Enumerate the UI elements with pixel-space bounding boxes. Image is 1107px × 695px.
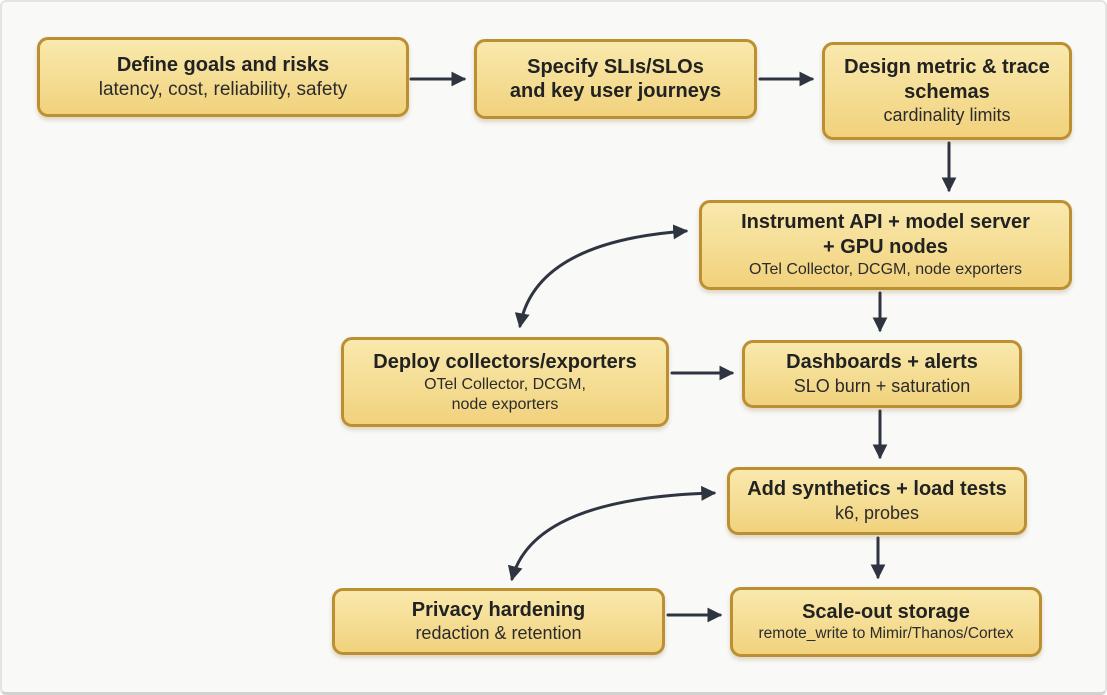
node-synthetics: Add synthetics + load tests k6, probes: [727, 467, 1027, 535]
node-title: Dashboards + alerts: [786, 351, 978, 374]
node-design-schemas: Design metric & trace schemas cardinalit…: [822, 42, 1072, 140]
node-title: Instrument API + model server + GPU node…: [741, 211, 1030, 258]
node-subtitle: k6, probes: [834, 502, 920, 523]
node-subtitle: OTel Collector, DCGM, node exporters: [424, 376, 586, 413]
node-title: Add synthetics + load tests: [747, 478, 1007, 501]
node-specify-slos: Specify SLIs/SLOs and key user journeys: [474, 39, 757, 119]
node-instrument: Instrument API + model server + GPU node…: [699, 200, 1072, 290]
node-deploy-collectors: Deploy collectors/exporters OTel Collect…: [341, 337, 669, 427]
node-define-goals: Define goals and risks latency, cost, re…: [37, 37, 409, 117]
node-storage: Scale-out storage remote_write to Mimir/…: [730, 587, 1042, 657]
node-subtitle: latency, cost, reliability, safety: [98, 79, 348, 101]
node-title: Define goals and risks: [116, 53, 330, 76]
node-subtitle: OTel Collector, DCGM, node exporters: [749, 261, 1022, 279]
node-subtitle: SLO burn + saturation: [793, 375, 971, 396]
node-privacy: Privacy hardening redaction & retention: [332, 588, 665, 655]
node-title: Deploy collectors/exporters: [373, 350, 637, 373]
node-subtitle: cardinality limits: [883, 104, 1011, 125]
node-subtitle: redaction & retention: [415, 623, 582, 644]
node-title: Privacy hardening: [411, 598, 586, 621]
arrow-privacy-synthetics-bidirectional: [507, 485, 717, 582]
node-title: Design metric & trace schemas: [844, 56, 1050, 103]
node-title: Specify SLIs/SLOs and key user journeys: [509, 55, 722, 102]
node-dashboards: Dashboards + alerts SLO burn + saturatio…: [742, 340, 1022, 408]
node-title: Scale-out storage: [802, 600, 970, 623]
node-subtitle: remote_write to Mimir/Thanos/Cortex: [758, 625, 1014, 643]
arrow-deploy-instrument-bidirectional: [514, 224, 689, 329]
